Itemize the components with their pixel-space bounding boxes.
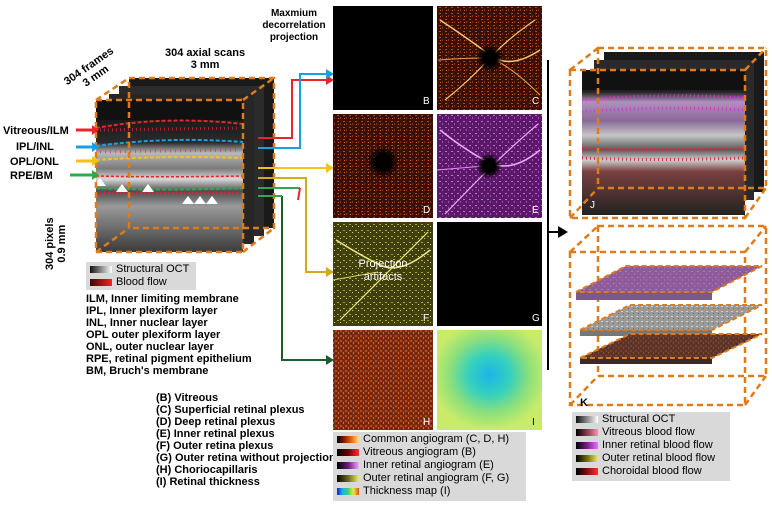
legend-mid-label: Vitreous angiogram (B) (363, 446, 476, 458)
legend-right-label: Inner retinal blood flow (602, 439, 713, 451)
panel-d (333, 114, 433, 218)
legend-mid-label: Outer retinal angiogram (F, G) (363, 472, 510, 484)
panel-label-e: E (532, 205, 539, 216)
panel-key-item: (C) Superficial retinal plexus (156, 404, 305, 416)
structural-oct-swatch (90, 266, 112, 273)
legend-right-row: Structural OCT (572, 413, 730, 426)
legend-right-row: Choroidal blood flow (572, 465, 730, 478)
legend-right-label: Outer retinal blood flow (602, 452, 716, 464)
legend-right-label: Vitreous blood flow (602, 426, 695, 438)
abbr-item: ONL, outer nuclear layer (86, 341, 214, 353)
common-angiogram-swatch (337, 436, 359, 443)
panel-label-f: F (423, 313, 430, 324)
inner-retinal-angiogram-swatch (337, 462, 359, 469)
projection-title-line2: decorrelation (262, 20, 326, 31)
choroidal-flow-swatch (576, 468, 598, 475)
legend-a-label: Structural OCT (116, 263, 190, 275)
structural-oct-swatch (576, 416, 598, 423)
panel-b (333, 6, 433, 110)
projection-title: Maxmium decorrelation projection (254, 8, 334, 44)
projection-artifacts-label: Projection artifacts (348, 258, 418, 284)
legend-mid-row: Vitreous angiogram (B) (333, 446, 526, 459)
legend-right-row: Outer retinal blood flow (572, 452, 730, 465)
projection-title-line1: Maxmium (270, 8, 318, 19)
inner-retinal-flow-swatch (576, 442, 598, 449)
abbr-item: IPL, Inner plexiform layer (86, 305, 218, 317)
panel-key-list: (B) Vitreous (C) Superficial retinal ple… (156, 392, 336, 488)
legend-cube-a: Structural OCT Blood flow (86, 262, 196, 290)
panel-key-item: (F) Outer retina plexus (156, 440, 274, 452)
vitreous-flow-swatch (576, 429, 598, 436)
panel-label-j: J (590, 200, 595, 211)
bracket-arrow (547, 60, 568, 370)
legend-right-row: Vitreous blood flow (572, 426, 730, 439)
legend-mid-row: Thickness map (I) (333, 485, 526, 498)
panel-label-d: D (423, 205, 431, 216)
projection-artifacts-line1: Projection (358, 258, 408, 270)
abbr-item: RPE, retinal pigment epithelium (86, 353, 252, 365)
legend-angiograms: Common angiogram (C, D, H) Vitreous angi… (333, 432, 526, 501)
panel-label-b: B (423, 96, 430, 107)
abbr-item: OPL outer plexiform layer (86, 329, 221, 341)
panel-h (333, 330, 433, 430)
panel-label-g: G (532, 313, 540, 324)
panel-e (436, 114, 542, 218)
connector-lines (258, 69, 334, 365)
dim-axial-line1: 304 axial scans (165, 47, 246, 59)
outer-retinal-angiogram-swatch (337, 475, 359, 482)
layer-label-rpe-bm: RPE/BM (10, 170, 53, 182)
cube-a (94, 76, 276, 254)
panel-label-k: K (580, 397, 588, 409)
panel-key-item: (G) Outer retina without projection (156, 452, 336, 464)
panel-f (332, 222, 433, 326)
abbr-item: ILM, Inner limiting membrane (86, 293, 239, 305)
vitreous-angiogram-swatch (337, 449, 359, 456)
panel-label-c: C (532, 96, 540, 107)
panel-key-item: (E) Inner retinal plexus (156, 428, 275, 440)
legend-a-row-bloodflow: Blood flow (86, 276, 196, 289)
legend-a-label: Blood flow (116, 276, 167, 288)
abbr-item: BM, Bruch's membrane (86, 365, 209, 377)
dim-axial-scans: 304 axial scans 3 mm (165, 47, 245, 71)
legend-right-label: Choroidal blood flow (602, 465, 702, 477)
legend-mid-label: Common angiogram (C, D, H) (363, 433, 510, 445)
layer-label-opl-onl: OPL/ONL (10, 156, 59, 168)
projection-title-line3: projection (269, 32, 319, 43)
projection-artifacts-line2: artifacts (363, 271, 403, 283)
outer-retinal-flow-swatch (576, 455, 598, 462)
legend-mid-row: Common angiogram (C, D, H) (333, 433, 526, 446)
panel-key-item: (B) Vitreous (156, 392, 219, 404)
dim-axial-line2: 3 mm (190, 59, 220, 71)
panel-label-h: H (423, 417, 431, 428)
abbreviation-list: ILM, Inner limiting membrane IPL, Inner … (86, 293, 252, 377)
legend-a-row-structural: Structural OCT (86, 263, 196, 276)
legend-mid-label: Thickness map (I) (363, 485, 451, 497)
legend-blood-flow: Structural OCT Vitreous blood flow Inner… (572, 412, 730, 481)
legend-mid-label: Inner retinal angiogram (E) (363, 459, 494, 471)
legend-mid-row: Outer retinal angiogram (F, G) (333, 472, 526, 485)
panel-key-item: (I) Retinal thickness (156, 476, 260, 488)
layer-label-ipl-inl: IPL/INL (16, 141, 54, 153)
cube-j (568, 46, 768, 220)
thickness-map-swatch (337, 488, 359, 495)
dim-pixels-line1: 304 pixels (44, 217, 56, 270)
legend-right-row: Inner retinal blood flow (572, 439, 730, 452)
blood-flow-swatch (90, 279, 112, 286)
dim-pixels: 304 pixels 0.9 mm (44, 217, 68, 270)
legend-right-label: Structural OCT (602, 413, 676, 425)
layer-arrows (70, 125, 99, 180)
cube-k (568, 224, 768, 407)
layer-label-vitreous-ilm: Vitreous/ILM (3, 125, 69, 137)
abbr-item: INL, Inner nuclear layer (86, 317, 208, 329)
legend-mid-row: Inner retinal angiogram (E) (333, 459, 526, 472)
panel-label-i: I (532, 417, 535, 428)
panel-key-item: (H) Choriocapillaris (156, 464, 258, 476)
dim-pixels-line2: 0.9 mm (56, 224, 68, 263)
panel-g (437, 222, 542, 326)
panel-c (437, 6, 542, 110)
panel-i (437, 330, 542, 430)
panel-key-item: (D) Deep retinal plexus (156, 416, 276, 428)
